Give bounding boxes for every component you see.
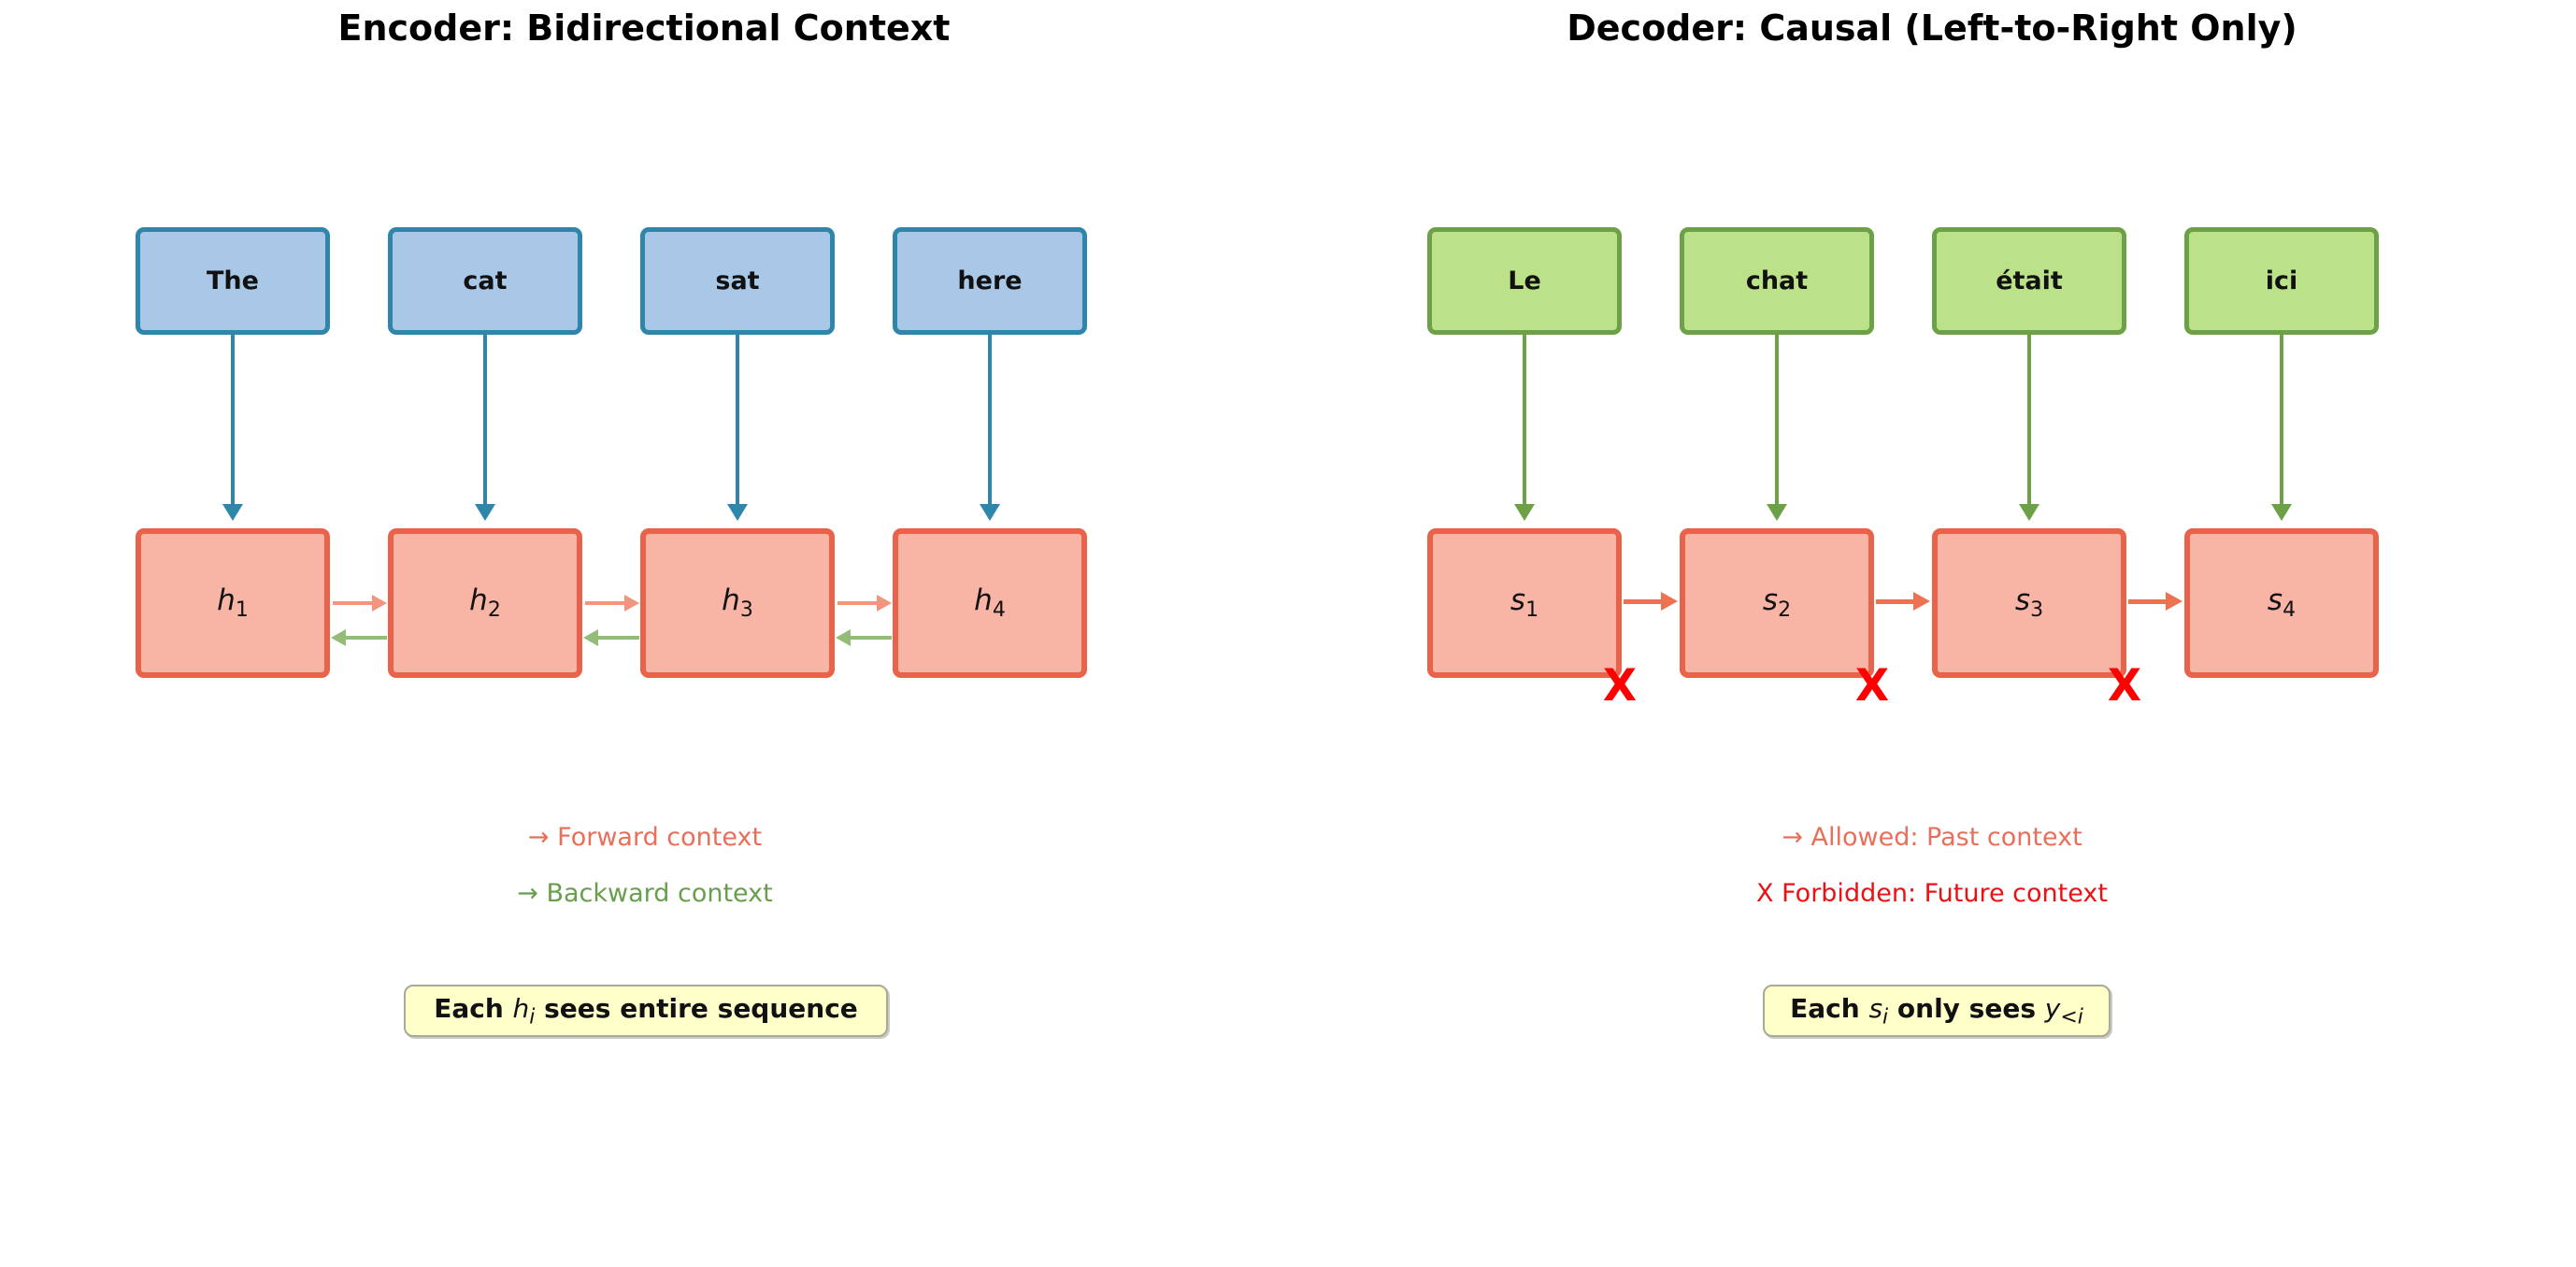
decoder-legend-allowed: → Allowed: Past context [1782, 823, 2082, 852]
decoder-state-box-4: s4 [2184, 528, 2379, 678]
causal-arrow-icon [1624, 599, 1663, 604]
backward-arrow-icon [346, 636, 387, 640]
encoder-legend-backward: → Backward context [517, 879, 773, 908]
down-arrow-icon [231, 335, 235, 505]
encoder-input-label-2: cat [463, 266, 508, 295]
down-arrow-icon [483, 335, 487, 505]
encoder-input-box-2: cat [388, 227, 582, 335]
decoder-state-label-1: s1 [1510, 583, 1539, 623]
decoder-state-box-2: s2 [1680, 528, 1874, 678]
backward-arrowhead-icon [331, 629, 346, 646]
down-arrow-icon [1775, 335, 1779, 505]
encoder-legend-forward: → Forward context [527, 823, 763, 852]
causal-arrowhead-icon [1661, 592, 1678, 611]
encoder-state-box-4: h4 [893, 528, 1087, 678]
decoder-input-label-4: ici [2265, 266, 2298, 295]
decoder-state-box-1: s1 [1427, 528, 1622, 678]
decoder-summary-text: Each si only sees y<i [1790, 992, 2083, 1029]
encoder-state-label-1: h1 [217, 583, 249, 623]
encoder-summary-box: Each hi sees entire sequence [404, 985, 888, 1037]
down-arrow-icon [2027, 335, 2031, 505]
encoder-state-box-1: h1 [136, 528, 330, 678]
decoder-input-box-1: Le [1427, 227, 1622, 335]
down-arrow-icon [736, 335, 739, 505]
decoder-input-label-3: était [1996, 266, 2063, 295]
decoder-input-box-3: était [1932, 227, 2126, 335]
causal-arrowhead-icon [2166, 592, 2182, 611]
encoder-input-box-4: here [893, 227, 1087, 335]
causal-arrow-icon [2128, 599, 2168, 604]
decoder-summary-box: Each si only sees y<i [1763, 985, 2111, 1037]
encoder-state-label-3: h3 [722, 583, 753, 623]
decoder-state-label-4: s4 [2267, 583, 2297, 623]
decoder-state-label-2: s2 [1762, 583, 1792, 623]
encoder-state-label-4: h4 [974, 583, 1006, 623]
encoder-summary-text: Each hi sees entire sequence [434, 992, 858, 1029]
decoder-state-label-3: s3 [2014, 583, 2044, 623]
backward-arrow-icon [598, 636, 639, 640]
forward-arrowhead-icon [372, 595, 387, 612]
forbidden-x-mark: X [2107, 660, 2142, 712]
backward-arrow-icon [851, 636, 892, 640]
down-arrow-icon [2280, 335, 2283, 505]
decoder-input-label-2: chat [1745, 266, 1809, 295]
down-arrow-icon [988, 335, 992, 505]
decoder-legend-forbidden: X Forbidden: Future context [1756, 879, 2108, 908]
decoder-title: Decoder: Causal (Left-to-Right Only) [1567, 7, 2297, 49]
forward-arrow-icon [333, 601, 374, 605]
decoder-input-box-2: chat [1680, 227, 1874, 335]
down-arrow-icon [1523, 335, 1526, 505]
down-arrowhead-icon [2019, 504, 2039, 521]
forbidden-x-mark: X [1602, 660, 1638, 712]
encoder-input-box-3: sat [640, 227, 835, 335]
decoder-state-box-3: s3 [1932, 528, 2126, 678]
forward-arrow-icon [585, 601, 626, 605]
down-arrowhead-icon [2271, 504, 2292, 521]
down-arrowhead-icon [727, 504, 748, 521]
encoder-state-label-2: h2 [469, 583, 501, 623]
causal-arrow-icon [1876, 599, 1915, 604]
encoder-input-label-3: sat [715, 266, 760, 295]
down-arrowhead-icon [475, 504, 495, 521]
forbidden-x-mark: X [1854, 660, 1890, 712]
forward-arrowhead-icon [624, 595, 639, 612]
down-arrowhead-icon [980, 504, 1000, 521]
encoder-state-box-2: h2 [388, 528, 582, 678]
encoder-state-box-3: h3 [640, 528, 835, 678]
down-arrowhead-icon [1514, 504, 1535, 521]
decoder-input-box-4: ici [2184, 227, 2379, 335]
down-arrowhead-icon [222, 504, 243, 521]
decoder-input-label-1: Le [1508, 266, 1541, 295]
down-arrowhead-icon [1767, 504, 1787, 521]
forward-arrowhead-icon [877, 595, 892, 612]
encoder-title: Encoder: Bidirectional Context [337, 7, 951, 49]
causal-arrowhead-icon [1913, 592, 1930, 611]
encoder-input-label-4: here [957, 266, 1023, 295]
backward-arrowhead-icon [836, 629, 851, 646]
forward-arrow-icon [837, 601, 879, 605]
encoder-input-box-1: The [136, 227, 330, 335]
backward-arrowhead-icon [583, 629, 598, 646]
encoder-input-label-1: The [207, 266, 259, 295]
